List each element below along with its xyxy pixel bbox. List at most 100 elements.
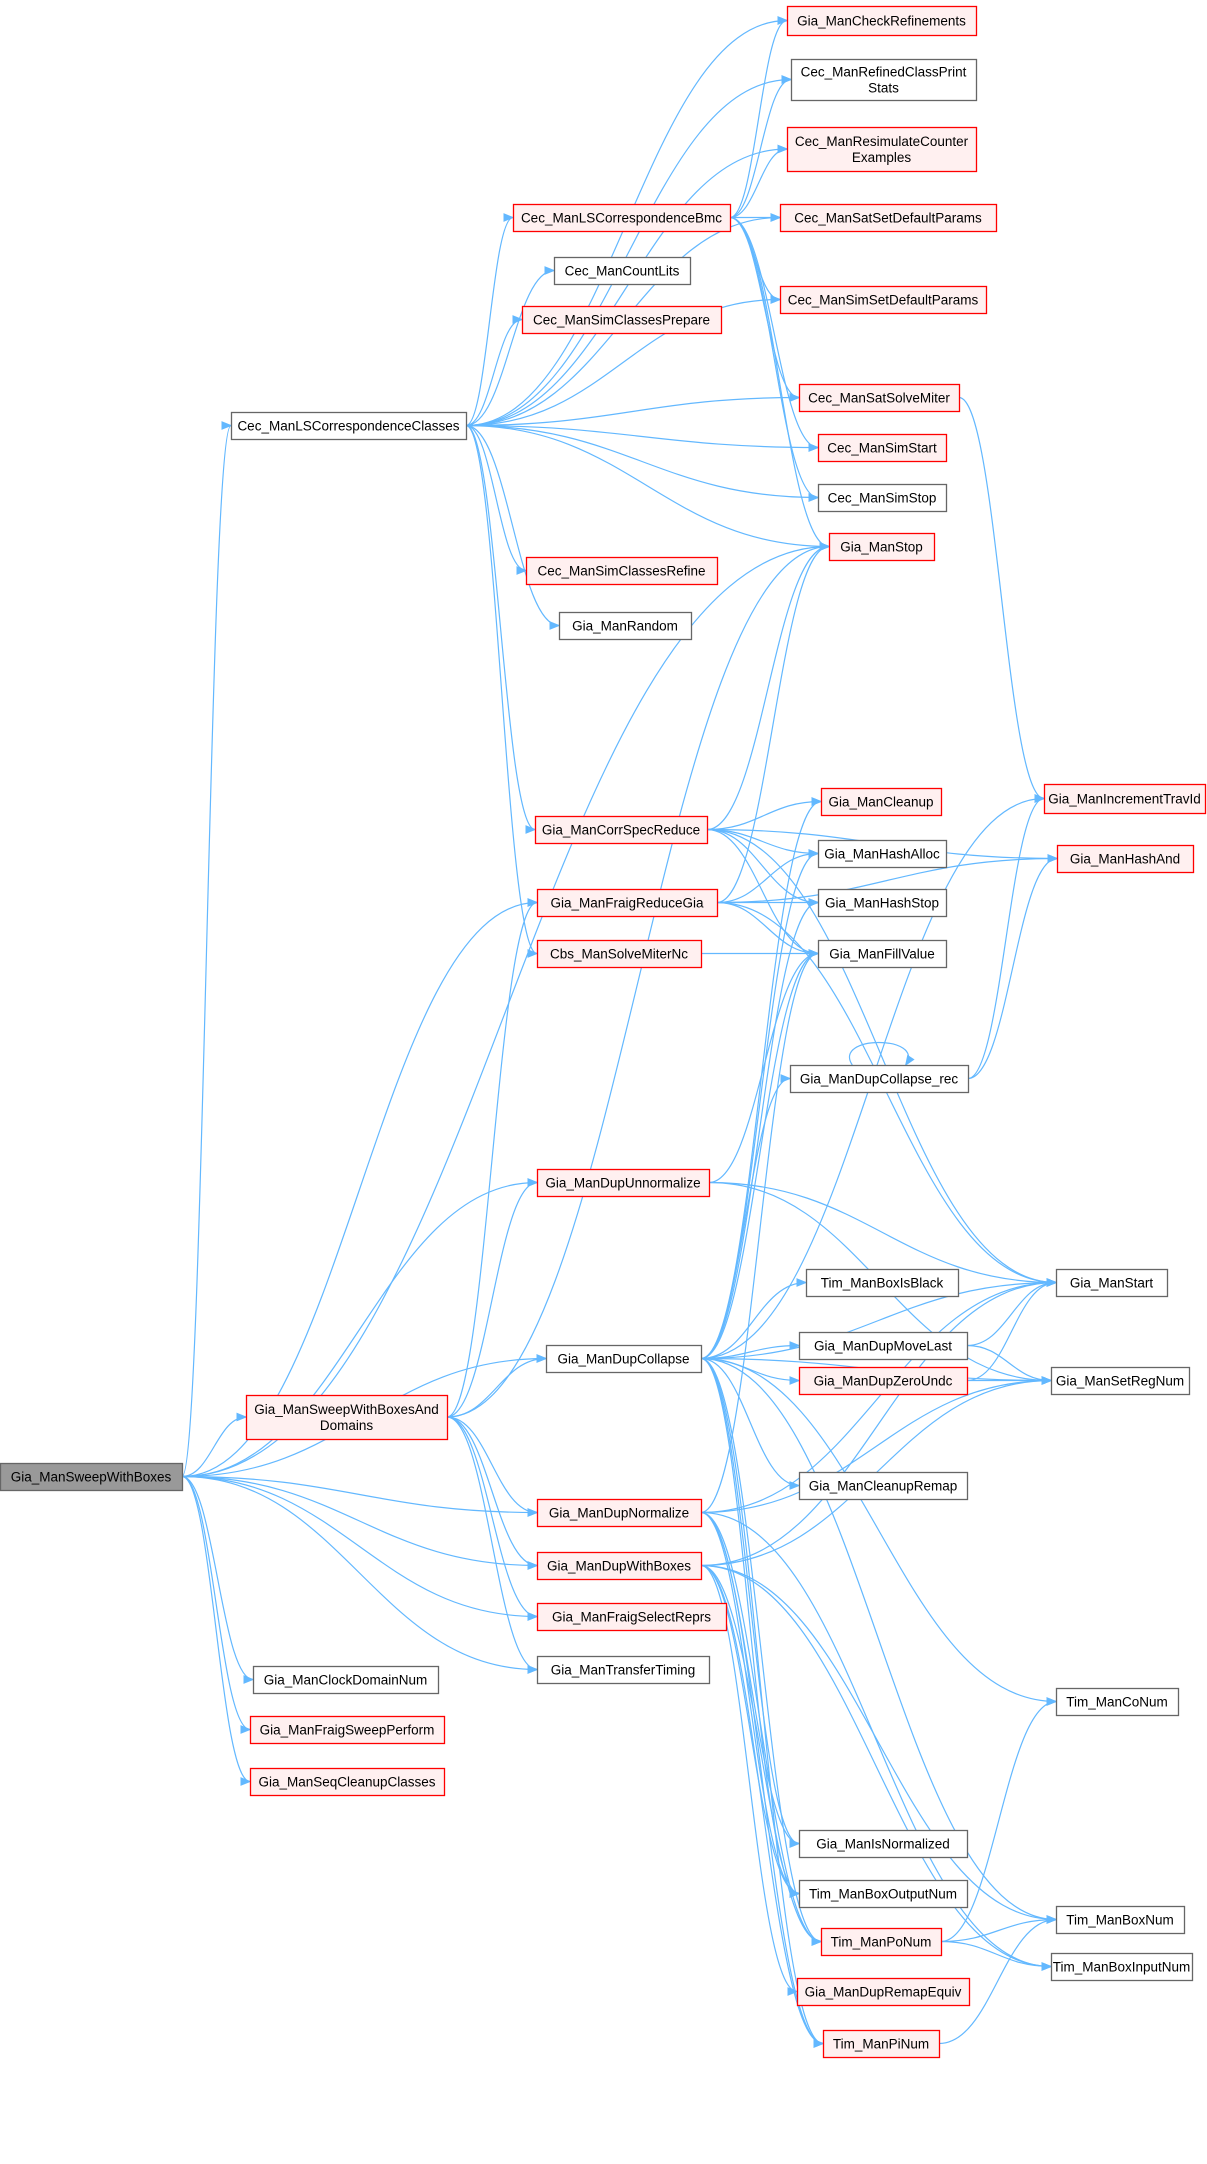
node-fill-value[interactable]: Gia_ManFillValue [817, 939, 948, 969]
edge-arrowhead [221, 421, 233, 430]
node-gia-start[interactable]: Gia_ManStart [1055, 1268, 1169, 1298]
node-fraig-select[interactable]: Gia_ManFraigSelectReprs [536, 1602, 728, 1632]
node-label: Tim_ManCoNum [1066, 1695, 1168, 1710]
node-box [534, 815, 709, 845]
edge-arrowhead [516, 566, 528, 575]
edge-dup-with-boxes-to-gia-start [700, 1281, 1057, 1567]
node-box-output-num[interactable]: Tim_ManBoxOutputNum [798, 1879, 969, 1909]
node-label: Gia_ManRandom [572, 619, 678, 634]
node-dup-coll-rec[interactable]: Gia_ManDupCollapse_rec [789, 1064, 970, 1094]
node-set-reg-num[interactable]: Gia_ManSetRegNum [1050, 1366, 1191, 1396]
node-cbs-solve[interactable]: Cbs_ManSolveMiterNc [536, 939, 703, 969]
edge-sweep-domains-to-gia-stop [446, 545, 830, 1418]
node-dup-remap-equiv[interactable]: Gia_ManDupRemapEquiv [796, 1977, 971, 2007]
node-label: Gia_ManFillValue [829, 947, 935, 962]
node-box [545, 1344, 703, 1374]
node-hash-alloc[interactable]: Gia_ManHashAlloc [817, 839, 948, 869]
node-dup-with-boxes[interactable]: Gia_ManDupWithBoxes [536, 1551, 703, 1581]
edge-root-to-fraig-reduce [181, 901, 538, 1478]
node-sat-miter[interactable]: Cec_ManSatSolveMiter [798, 383, 961, 413]
node-ls-classes[interactable]: Cec_ManLSCorrespondenceClasses [230, 411, 468, 441]
node-hash-and[interactable]: Gia_ManHashAnd [1056, 844, 1195, 874]
node-box [779, 285, 988, 315]
node-box-input-num[interactable]: Tim_ManBoxInputNum [1050, 1952, 1194, 1982]
node-box [805, 1268, 960, 1298]
node-fraig-sweep[interactable]: Gia_ManFraigSweepPerform [249, 1715, 446, 1745]
edge-corr-spec-to-fill-value [706, 828, 819, 955]
edge-arrowhead [503, 213, 515, 222]
node-dup-normalize[interactable]: Gia_ManDupNormalize [536, 1498, 703, 1528]
node-co-num[interactable]: Tim_ManCoNum [1055, 1687, 1180, 1717]
node-ls-bmc[interactable]: Cec_ManLSCorrespondenceBmc [512, 203, 732, 233]
node-label: Gia_ManCleanupRemap [809, 1479, 958, 1494]
edge-arrowhead [536, 1354, 548, 1363]
node-is-normalized[interactable]: Gia_ManIsNormalized [798, 1829, 969, 1859]
edge-dup-with-boxes-to-dup-remap-equiv [700, 1564, 798, 1993]
node-pi-num[interactable]: Tim_ManPiNum [822, 2029, 941, 2059]
edge-ls-classes-to-count-lits [465, 269, 555, 427]
edge-root-to-clock-domain [181, 1475, 254, 1681]
edge-dup-with-boxes-to-box-num [700, 1564, 1057, 1921]
node-cleanup-remap[interactable]: Gia_ManCleanupRemap [798, 1471, 969, 1501]
edge-ls-classes-to-sim-start [465, 424, 819, 449]
node-sat-default[interactable]: Cec_ManSatSetDefaultParams [779, 203, 998, 233]
node-hash-stop[interactable]: Gia_ManHashStop [817, 888, 948, 918]
node-dup-move-last[interactable]: Gia_ManDupMoveLast [798, 1331, 969, 1361]
node-box [798, 1829, 969, 1859]
node-fraig-reduce[interactable]: Gia_ManFraigReduceGia [536, 888, 719, 918]
edge-dup-normalize-to-fill-value [700, 952, 819, 1514]
node-box [828, 532, 936, 562]
edge-sweep-domains-to-dup-with-boxes [446, 1416, 538, 1567]
node-box [512, 203, 732, 233]
edge-arrowhead [808, 443, 820, 452]
node-sim-start[interactable]: Cec_ManSimStart [817, 433, 948, 463]
node-cleanup[interactable]: Gia_ManCleanup [820, 787, 943, 817]
node-root[interactable]: Gia_ManSweepWithBoxes [0, 1462, 184, 1492]
edge-arrowhead [549, 621, 561, 630]
node-box [558, 611, 693, 641]
edge-arrowhead [789, 1839, 801, 1848]
node-sim-prepare[interactable]: Cec_ManSimClassesPrepare [521, 305, 723, 335]
node-dup-collapse[interactable]: Gia_ManDupCollapse [545, 1344, 703, 1374]
node-count-lits[interactable]: Cec_ManCountLits [553, 256, 692, 286]
node-label: Gia_ManIncrementTravId [1048, 792, 1201, 807]
edge-po-num-to-box-num [940, 1918, 1057, 1943]
edge-arrowhead [808, 898, 820, 907]
node-sim-default[interactable]: Cec_ManSimSetDefaultParams [779, 285, 988, 315]
node-sim-refine[interactable]: Cec_ManSimClassesRefine [525, 556, 719, 586]
node-dup-zero-undc[interactable]: Gia_ManDupZeroUndc [798, 1366, 969, 1396]
node-box [0, 1462, 184, 1492]
node-box-is-black[interactable]: Tim_ManBoxIsBlack [805, 1268, 960, 1298]
node-clock-domain[interactable]: Gia_ManClockDomainNum [252, 1665, 440, 1695]
node-seq-cleanup[interactable]: Gia_ManSeqCleanupClasses [249, 1767, 446, 1797]
edge-ls-classes-to-sim-refine [465, 424, 527, 572]
edge-ls-bmc-to-resim-counter [729, 148, 788, 219]
node-box [817, 433, 948, 463]
node-corr-spec[interactable]: Gia_ManCorrSpecReduce [534, 815, 709, 845]
edge-po-num-to-co-num [940, 1700, 1057, 1943]
edge-ls-classes-to-ls-bmc [465, 216, 514, 427]
edge-arrowhead [796, 1278, 808, 1287]
node-gia-stop[interactable]: Gia_ManStop [828, 532, 936, 562]
node-box-num[interactable]: Tim_ManBoxNum [1055, 1905, 1186, 1935]
node-inc-trav[interactable]: Gia_ManIncrementTravId [1043, 783, 1207, 815]
edge-dup-coll-rec-to-dup-coll-rec [848, 1042, 910, 1066]
edge-arrowhead [808, 849, 820, 858]
node-random[interactable]: Gia_ManRandom [558, 611, 693, 641]
edge-dup-collapse-to-hash-stop [700, 901, 819, 1360]
node-label: Tim_ManPiNum [833, 2037, 929, 2052]
edge-sat-miter-to-inc-trav [958, 396, 1045, 800]
node-box [536, 1602, 728, 1632]
node-label: Gia_ManHashAlloc [824, 847, 940, 862]
node-check-ref[interactable]: Gia_ManCheckRefinements [786, 5, 978, 37]
node-dup-unnorm[interactable]: Gia_ManDupUnnormalize [536, 1168, 711, 1198]
edge-arrowhead [240, 1725, 252, 1734]
node-box [553, 256, 692, 286]
node-transfer-timing[interactable]: Gia_ManTransferTiming [536, 1655, 711, 1685]
node-sim-stop[interactable]: Cec_ManSimStop [817, 483, 948, 513]
node-po-num[interactable]: Tim_ManPoNum [820, 1927, 943, 1957]
